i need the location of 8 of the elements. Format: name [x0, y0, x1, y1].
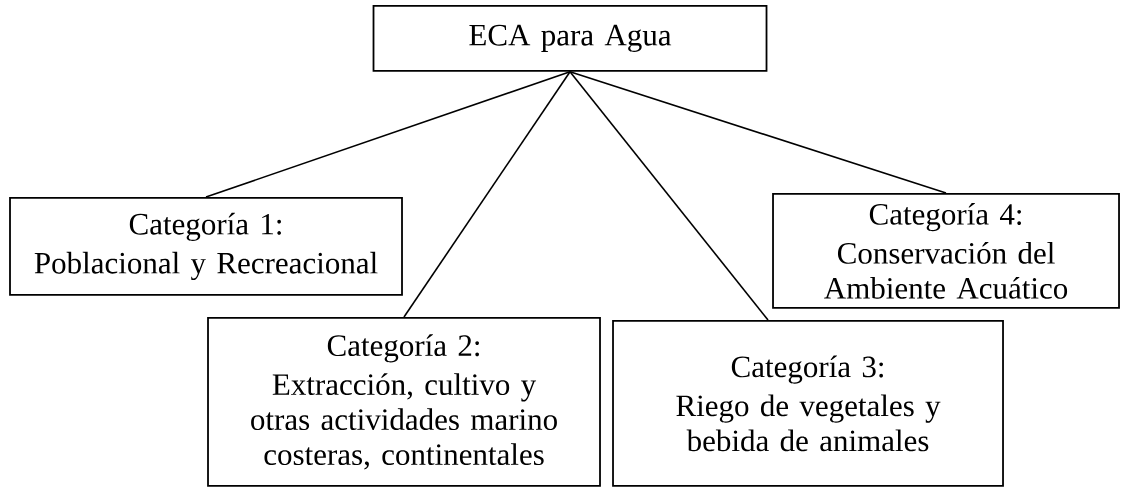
connector-line [403, 71, 571, 318]
connector-line [569, 71, 947, 194]
category-box: Categoría 1: Poblacional y Recreacional [9, 197, 403, 296]
category-box: Categoría 2: Extracción, cultivo y otras actividades marino costeras, continentales [207, 317, 601, 487]
category-box: Categoría 4: Conservación del Ambiente Acuático [772, 193, 1120, 309]
heading-box: ECA para Agua [372, 5, 768, 72]
connector-line [205, 71, 571, 198]
category-box: Categoría 3: Riego de vegetales y bebida de animales [612, 320, 1004, 487]
